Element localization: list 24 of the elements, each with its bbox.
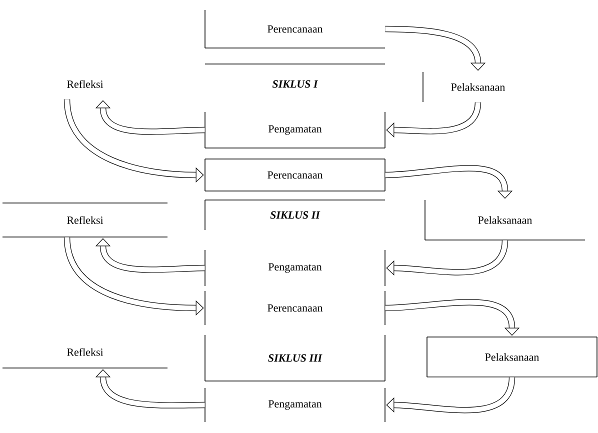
block-arrow (385, 299, 520, 336)
process-box: Perencanaan (204, 158, 386, 192)
stage-label: Refleksi (67, 80, 104, 88)
block-arrow (385, 165, 513, 199)
process-box: Pengamatan (204, 250, 386, 286)
process-box: SIKLUS I (204, 64, 386, 88)
process-box: Pelaksanaan (426, 336, 598, 378)
block-arrow (386, 240, 508, 276)
block-arrow (386, 376, 516, 414)
process-box: Refleksi (2, 202, 168, 238)
process-box: Perencanaan (204, 10, 386, 48)
block-arrow (95, 369, 205, 408)
block-arrow (95, 100, 205, 135)
process-box: Refleksi (2, 348, 168, 368)
process-box: Pengamatan (204, 388, 386, 422)
process-box: Pelaksanaan (424, 200, 586, 240)
process-box: Pengamatan (204, 112, 386, 148)
block-arrow (385, 26, 486, 71)
process-box: Pelaksanaan (422, 72, 506, 102)
process-box: SIKLUS III (204, 334, 386, 382)
process-box: Perencanaan (204, 290, 386, 326)
block-arrow (95, 238, 205, 273)
block-arrow (386, 102, 482, 138)
process-box: SIKLUS II (204, 200, 386, 230)
